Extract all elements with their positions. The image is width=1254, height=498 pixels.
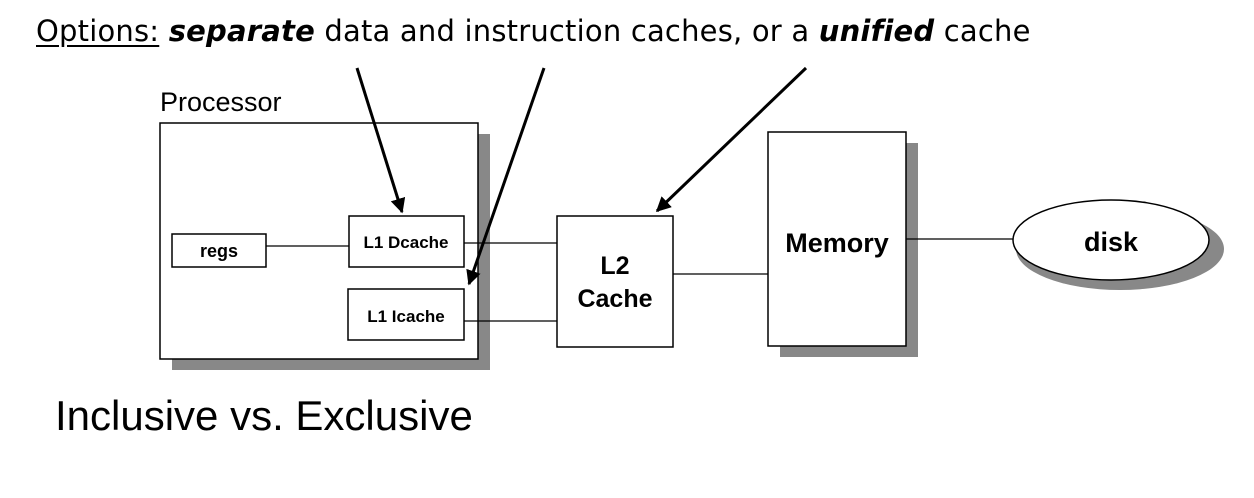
memory-label: Memory <box>785 228 889 258</box>
disk-ellipse <box>1012 199 1210 281</box>
l1-icache-label: L1 Icache <box>367 307 445 326</box>
disk-label: disk <box>1084 227 1139 257</box>
arrow-to-l1-dcache <box>355 67 406 214</box>
inclusive-exclusive-text: Inclusive vs. Exclusive <box>55 392 473 439</box>
options-label: Options: <box>36 14 160 48</box>
headline: Options: separate data and instruction c… <box>36 14 1031 48</box>
l2-label-line1: L2 <box>600 252 629 280</box>
headline-middle: data and instruction caches, or a <box>314 14 819 48</box>
l2-cache-box <box>556 215 674 348</box>
l1-dcache-box <box>348 215 465 268</box>
arrow-to-l1-icache <box>466 67 546 286</box>
separate-emphasis: separate <box>168 14 315 48</box>
l2-label-line2: Cache <box>577 285 652 313</box>
processor-label: Processor <box>160 87 282 117</box>
l1-dcache-label: L1 Dcache <box>363 233 448 252</box>
unified-emphasis: unified <box>818 14 935 48</box>
l1-icache-box <box>347 288 465 341</box>
arrow-to-l2-cache <box>655 66 808 213</box>
regs-box <box>171 233 267 268</box>
regs-label: regs <box>200 241 238 261</box>
headline-end: cache <box>934 14 1031 48</box>
